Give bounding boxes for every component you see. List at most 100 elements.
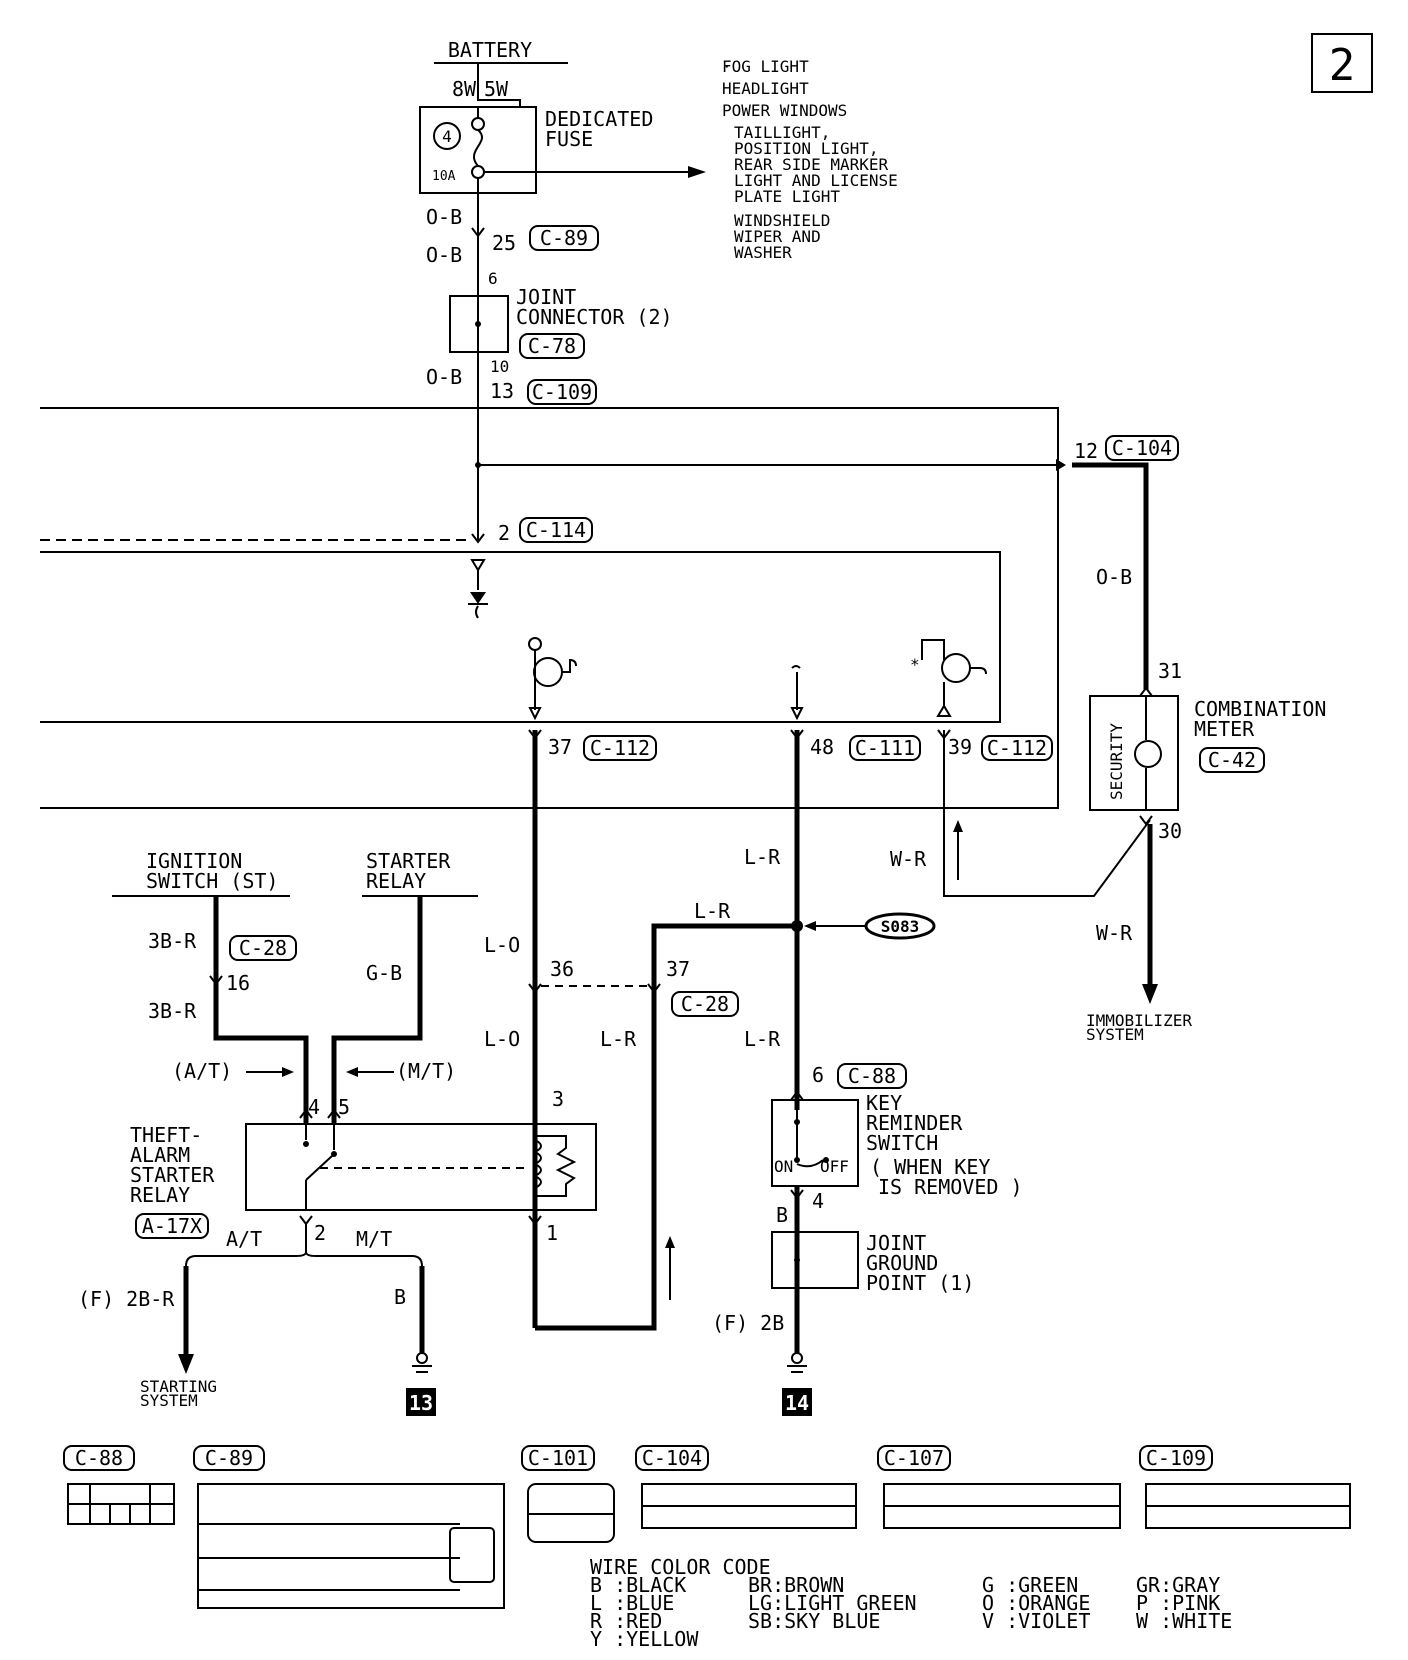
- splice-point: [791, 920, 803, 932]
- svg-text:C-28: C-28: [681, 992, 729, 1016]
- svg-text:O :ORANGE: O :ORANGE: [982, 1591, 1090, 1615]
- wire-gb: [331, 896, 423, 1124]
- pin-6-c88: 6: [812, 1063, 824, 1087]
- relay-contact-icon: [305, 1155, 333, 1181]
- svg-text:WINDSHIELD: WINDSHIELD: [734, 211, 830, 230]
- meter-label-2: METER: [1194, 717, 1255, 741]
- svg-text:HEADLIGHT: HEADLIGHT: [722, 79, 809, 98]
- theft-relay-label-1: THEFT-: [130, 1123, 202, 1147]
- svg-text:WIRE COLOR CODE: WIRE COLOR CODE: [590, 1555, 771, 1579]
- theft-relay-label-2: ALARM: [130, 1143, 190, 1167]
- conn-c89: [529, 225, 599, 251]
- conn-c104-label: [1105, 435, 1179, 461]
- page-number-box: [1311, 33, 1373, 93]
- svg-text:W :WHITE: W :WHITE: [1136, 1609, 1232, 1633]
- security-indicator-icon: [1134, 740, 1162, 768]
- pin-48: 48: [810, 735, 834, 759]
- conn-c42: [1199, 747, 1265, 773]
- pin-31: 31: [1158, 659, 1182, 683]
- svg-text:C-89: C-89: [205, 1446, 253, 1470]
- pin-5: 5: [338, 1095, 350, 1119]
- switch-on-label: ON: [774, 1157, 793, 1176]
- conn-a17x: [135, 1213, 209, 1239]
- svg-text:C-78: C-78: [528, 334, 576, 358]
- wire-wr-label-2: W-R: [1096, 921, 1133, 945]
- meter-security-label: SECURITY: [1107, 723, 1126, 800]
- combination-meter: [1089, 695, 1179, 811]
- svg-text:FOG LIGHT: FOG LIGHT: [722, 57, 809, 76]
- svg-text:C-104: C-104: [642, 1446, 702, 1470]
- svg-text:C-114: C-114: [526, 518, 586, 542]
- key-reminder-label-4: ( WHEN KEY: [870, 1155, 990, 1179]
- switch-contact-icon: [796, 1159, 824, 1168]
- pin-30: 30: [1158, 819, 1182, 843]
- wire-wr-1: [943, 730, 1151, 897]
- wire-ob-3: O-B: [426, 365, 462, 389]
- starting-system-label-1: STARTING: [140, 1377, 217, 1396]
- pin-39: 39: [948, 735, 972, 759]
- svg-text:C-109: C-109: [532, 380, 592, 404]
- connector-face-c101: C-101: [521, 1445, 615, 1543]
- fuse-number: 4: [442, 127, 452, 146]
- transistor-icon-1: [533, 657, 563, 687]
- pin-4: 4: [308, 1095, 320, 1119]
- key-reminder-label-5: IS REMOVED ): [878, 1175, 1023, 1199]
- pin-37-c112: 37: [548, 735, 572, 759]
- wire-color-code: WIRE COLOR CODE B :BLACK L :BLUE R :RED …: [590, 1555, 1232, 1651]
- control-unit-inner-boundary: [40, 551, 1001, 723]
- fuse-number-circle: [433, 122, 461, 150]
- svg-text:POWER WINDOWS: POWER WINDOWS: [722, 101, 847, 120]
- connector-face-c109: C-109: [1139, 1445, 1351, 1529]
- svg-text:C-89: C-89: [540, 226, 588, 250]
- conn-c112-b: [981, 735, 1053, 761]
- svg-text:REAR SIDE MARKER: REAR SIDE MARKER: [734, 155, 888, 174]
- svg-text:·: ·: [722, 57, 732, 76]
- joint-connector-2: [449, 295, 509, 353]
- key-reminder-label-1: KEY: [866, 1091, 902, 1115]
- svg-text:SB:SKY BLUE: SB:SKY BLUE: [748, 1609, 880, 1633]
- pin-16: 16: [226, 971, 250, 995]
- svg-text:C-42: C-42: [1208, 748, 1256, 772]
- conn-c111: [849, 735, 921, 761]
- svg-text:C-28: C-28: [239, 936, 287, 960]
- circuit-5w: 5W: [484, 77, 509, 101]
- conn-c78: [519, 333, 585, 359]
- connector-face-c89: C-89: [193, 1445, 505, 1609]
- switch-off-label: OFF: [820, 1157, 849, 1176]
- immobilizer-label-2: SYSTEM: [1086, 1025, 1144, 1044]
- svg-text:Y :YELLOW: Y :YELLOW: [590, 1627, 699, 1651]
- immobilizer-label-1: IMMOBILIZER: [1086, 1011, 1192, 1030]
- svg-text:WIPER AND: WIPER AND: [734, 227, 821, 246]
- ground-ref-13: [406, 1388, 436, 1416]
- wire-lr-label-4: L-R: [744, 1027, 781, 1051]
- wire-lr-label-1: L-R: [744, 845, 781, 869]
- svg-text:C-112: C-112: [590, 736, 650, 760]
- key-reminder-label-2: REMINDER: [866, 1111, 963, 1135]
- svg-text:WASHER: WASHER: [734, 243, 792, 262]
- ground-icon-13: [416, 1352, 428, 1364]
- wire-2br-label: (F) 2B-R: [78, 1287, 175, 1311]
- wire-3br-label-2: 3B-R: [148, 999, 197, 1023]
- wire-ob-1: O-B: [426, 205, 462, 229]
- svg-text:A-17X: A-17X: [142, 1214, 202, 1238]
- pin-36: 36: [550, 957, 574, 981]
- wire-lo-label-1: L-O: [484, 933, 520, 957]
- svg-text:*: *: [910, 655, 920, 674]
- svg-text:B :BLACK: B :BLACK: [590, 1573, 686, 1597]
- at-mt-branch: [185, 1251, 423, 1267]
- svg-text:C-111: C-111: [855, 736, 915, 760]
- svg-text:C-88: C-88: [848, 1064, 896, 1088]
- wire-3br-label-1: 3B-R: [148, 929, 197, 953]
- pin-25: 25: [492, 231, 516, 255]
- wire-gb-label: G-B: [366, 961, 402, 985]
- at-short-label: A/T: [226, 1227, 262, 1251]
- wire-ob-2: O-B: [426, 243, 462, 267]
- joint-connector-label-1: JOINT: [516, 285, 576, 309]
- transistor-icon-2: [941, 653, 971, 683]
- pin-2-c114: 2: [498, 521, 510, 545]
- theft-alarm-starter-relay: [245, 1123, 597, 1211]
- svg-text:POSITION LIGHT,: POSITION LIGHT,: [734, 139, 879, 158]
- pin-2-relay: 2: [314, 1221, 326, 1245]
- svg-text:C-107: C-107: [884, 1446, 944, 1470]
- ignition-label-1: IGNITION: [146, 849, 242, 873]
